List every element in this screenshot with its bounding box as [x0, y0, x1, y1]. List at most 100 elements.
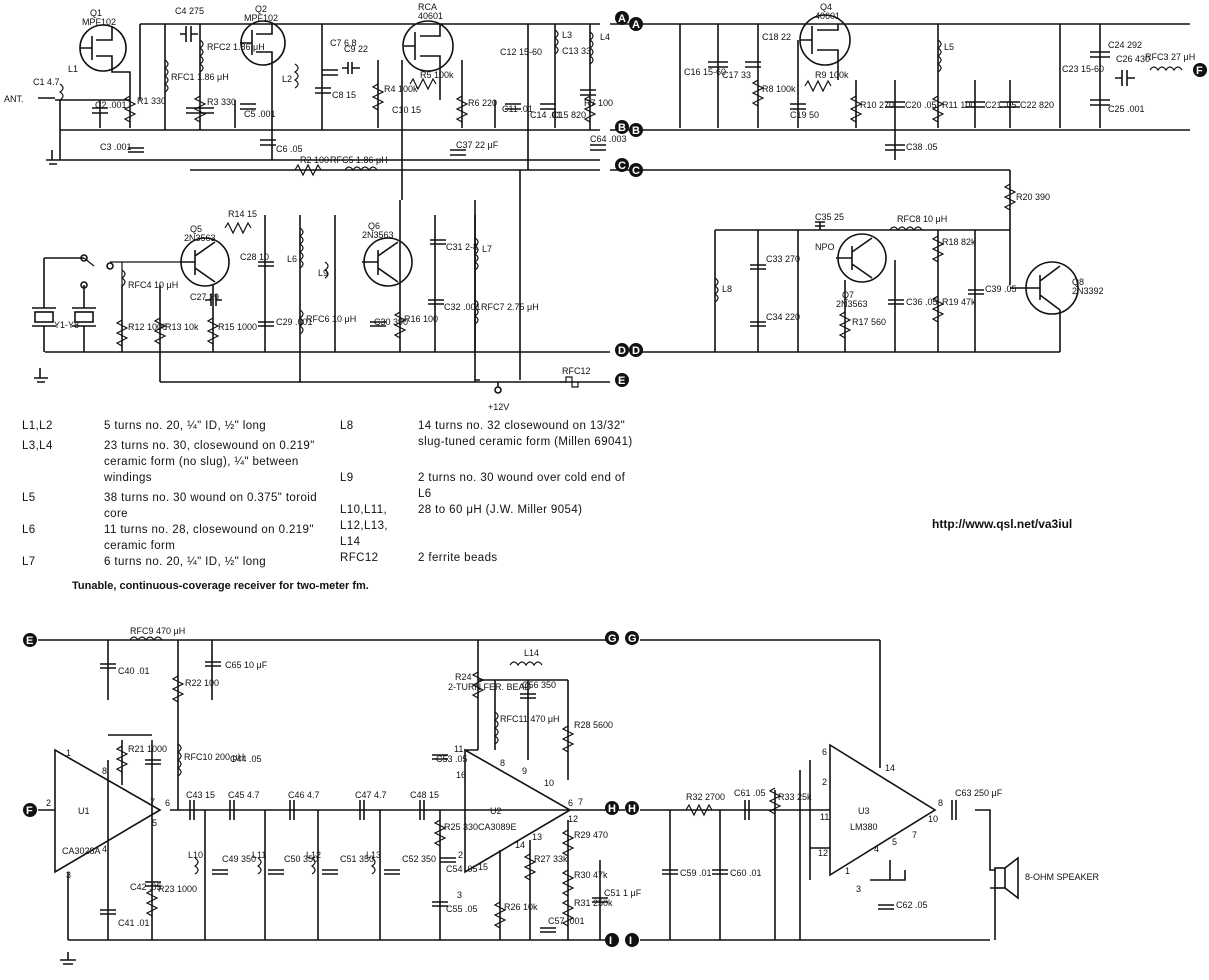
q4-ref: Q4: [820, 2, 832, 12]
q7-ref: Q7: [842, 290, 854, 300]
svg-text:1: 1: [66, 748, 71, 758]
label-r7: R7 100: [584, 98, 613, 108]
oscillator-section: Q5 2N3563 Q6 2N3563 Q7 2N3563 Q8 2N3392 …: [32, 170, 1104, 412]
label-c19: C19 50: [790, 110, 819, 120]
label-c64: C64 .003: [590, 134, 627, 144]
label-c32: C32 .001: [444, 302, 481, 312]
label-r4: R4 100k: [384, 84, 418, 94]
label-c7: C7 6.8: [330, 38, 357, 48]
capacitor-symbols-mid: [205, 221, 984, 327]
q6-part: 2N3563: [362, 230, 394, 240]
u3-symbol: [829, 743, 937, 877]
svg-text:1: 1: [845, 866, 850, 876]
label-l7: L7: [482, 244, 492, 254]
coil-desc-l7: 6 turns no. 20, ¼" ID, ½" long: [104, 556, 267, 568]
coil-name-rfc12: RFC12: [340, 552, 379, 564]
svg-text:6: 6: [568, 798, 573, 808]
r24-note: 2-TURN FER. BEAD: [448, 682, 532, 692]
coil-name-l9: L9: [340, 472, 354, 484]
label-rfc11: RFC11 470 μH: [500, 714, 560, 724]
label-c55: C55 .05: [446, 904, 478, 914]
u2-symbol: [464, 748, 572, 874]
label-l8: L8: [722, 284, 732, 294]
q8-ref: Q8: [1072, 277, 1084, 287]
coil-name-l7: L7: [22, 556, 36, 568]
svg-text:6: 6: [165, 798, 170, 808]
label-r21: R21 1000: [128, 744, 167, 754]
label-l5: L5: [944, 42, 954, 52]
label-c18: C18 22: [762, 32, 791, 42]
coil-name-l1-l2: L1,L2: [22, 420, 53, 432]
svg-text:H: H: [628, 803, 636, 815]
label-rfc4: RFC4 10 μH: [128, 280, 178, 290]
label-c56: C56 350: [522, 680, 556, 690]
connector-markers: A A B B C C D D E E F F G G H H: [23, 11, 1207, 947]
q3-part: 40601: [418, 11, 443, 21]
if-audio-section: U1 CA3028A U2 CA3089E U3 LM380 218 754 3…: [38, 626, 1100, 965]
label-c10: C10 15: [392, 105, 421, 115]
coil-desc-l5: 38 turns no. 30 wound on 0.375" toroid c…: [104, 492, 318, 520]
svg-text:B: B: [632, 125, 640, 137]
label-r18: R18 82k: [942, 237, 976, 247]
svg-text:B: B: [618, 122, 626, 134]
connector-i: I I: [605, 933, 639, 947]
svg-text:5: 5: [152, 818, 157, 828]
label-r15: R15 1000: [218, 322, 257, 332]
label-r26: R26 10k: [504, 902, 538, 912]
connector-c: C C: [615, 158, 643, 177]
label-c48: C48 15: [410, 790, 439, 800]
svg-text:A: A: [618, 13, 626, 25]
label-r24: R24: [455, 672, 472, 682]
label-r14: R14 15: [228, 209, 257, 219]
label-c59: C59 .01: [680, 868, 712, 878]
u2-ref: U2: [490, 806, 502, 816]
label-c49: C49 350: [222, 854, 256, 864]
label-c1: C1 4.7: [33, 77, 60, 87]
coil-desc-rfc12: 2 ferrite beads: [418, 552, 498, 564]
coil-name-l5: L5: [22, 492, 36, 504]
label-r9: R9 100k: [815, 70, 849, 80]
svg-text:I: I: [629, 935, 632, 947]
label-c15: C15 820: [552, 110, 586, 120]
connector-b: B B: [615, 120, 643, 137]
label-r32: R32 2700: [686, 792, 725, 802]
label-l3: L3: [562, 30, 572, 40]
label-c20: C20 .05: [905, 100, 937, 110]
label-c23: C23 15-60: [1062, 64, 1104, 74]
label-c43: C43 15: [186, 790, 215, 800]
svg-text:H: H: [608, 803, 616, 815]
label-r8: R8 100k: [762, 84, 796, 94]
svg-text:13: 13: [532, 832, 542, 842]
coil-desc-l10-l14: 28 to 60 μH (J.W. Miller 9054): [418, 504, 583, 516]
coil-desc-l6: 11 turns no. 28, closewound on 0.219" ce…: [104, 524, 314, 552]
q2-ref: Q2: [255, 4, 267, 14]
label-r12: R12 1000: [128, 322, 167, 332]
svg-text:12: 12: [818, 848, 828, 858]
label-c6: C6 .05: [276, 144, 303, 154]
label-c52: C52 350: [402, 854, 436, 864]
coil-specification-table: L1,L2 5 turns no. 20, ¼" ID, ½" long L3,…: [22, 418, 632, 568]
label-l13: L13: [366, 850, 381, 860]
label-c21: C21 .05: [985, 100, 1017, 110]
label-rfc3: RFC3 27 μH: [1145, 52, 1195, 62]
label-l2: L2: [282, 74, 292, 84]
label-r29: R29 470: [574, 830, 608, 840]
label-r33: R33 25k: [778, 792, 812, 802]
label-c63: C63 250 μF: [955, 788, 1003, 798]
label-c11: C11 .01: [502, 104, 533, 114]
u1-ref: U1: [78, 806, 90, 816]
figure-caption: Tunable, continuous-coverage receiver fo…: [72, 580, 369, 592]
crystal-symbols: Y1-Y8: [32, 257, 96, 352]
svg-text:11: 11: [454, 744, 463, 754]
inductor-symbols-bottom: [129, 636, 543, 875]
inductor-symbols-mid: [120, 226, 923, 388]
label-r20: R20 390: [1016, 192, 1050, 202]
svg-text:F: F: [1196, 65, 1203, 77]
label-c16: C16 15-60: [684, 67, 726, 77]
label-c22: C22 820: [1020, 100, 1054, 110]
label-rfc9: RFC9 470 μH: [130, 626, 185, 636]
connector-e: E E: [23, 373, 629, 647]
label-c61: C61 .05: [734, 788, 766, 798]
coil-name-l6: L6: [22, 524, 36, 536]
label-r16: R16 100: [404, 314, 438, 324]
